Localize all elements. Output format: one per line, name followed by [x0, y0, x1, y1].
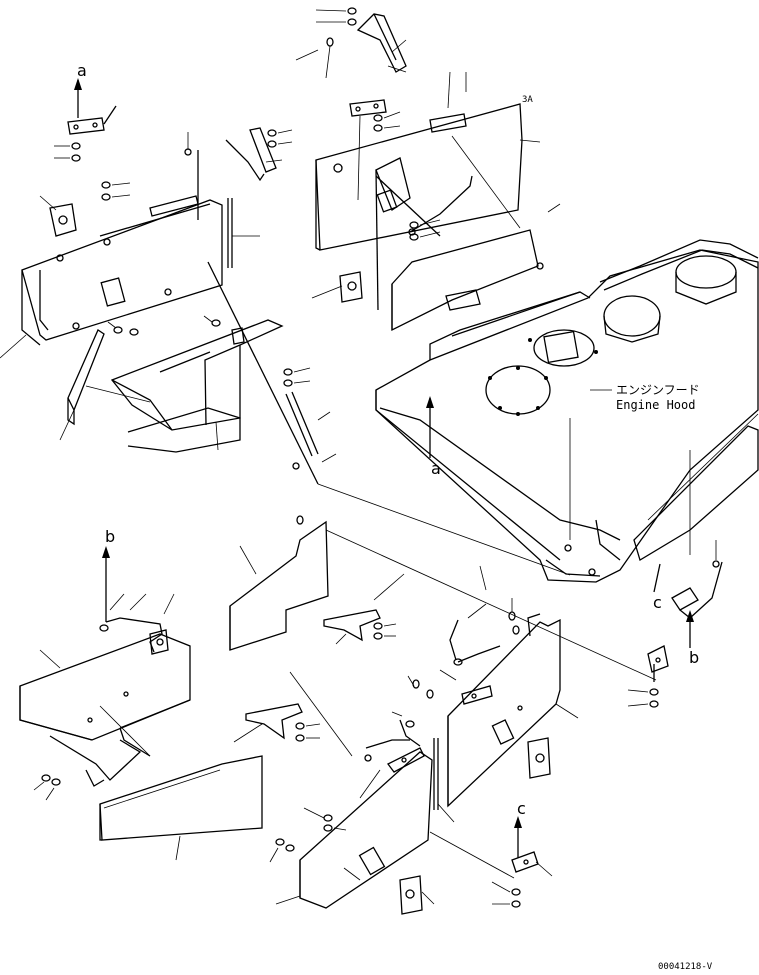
engine-hood: a エンジンフード Engine Hood c b: [375, 239, 759, 667]
bottom-left-cover-assembly: b: [19, 527, 263, 861]
section-mark: 3A: [522, 95, 533, 105]
top-center-hood-door-assembly: 3A: [295, 7, 561, 332]
ref-label-c-bottom: c: [517, 799, 526, 818]
ref-label-b-left: b: [105, 527, 115, 546]
ref-label-c-right: c: [653, 593, 662, 612]
ref-label-a-top: a: [77, 61, 87, 80]
ref-label-a-hood: a: [431, 459, 441, 478]
left-side-panel-assembly: a: [0, 61, 293, 453]
ref-label-b-right: b: [689, 648, 699, 667]
right-hinge-brackets: c: [491, 645, 669, 908]
gas-spring-strut: [207, 261, 571, 576]
drawing-code: 00041218-V: [658, 962, 713, 972]
bottom-center-door-assembly: [229, 515, 657, 915]
callout-english: Engine Hood: [616, 398, 695, 412]
callout-japanese: エンジンフード: [616, 383, 700, 397]
